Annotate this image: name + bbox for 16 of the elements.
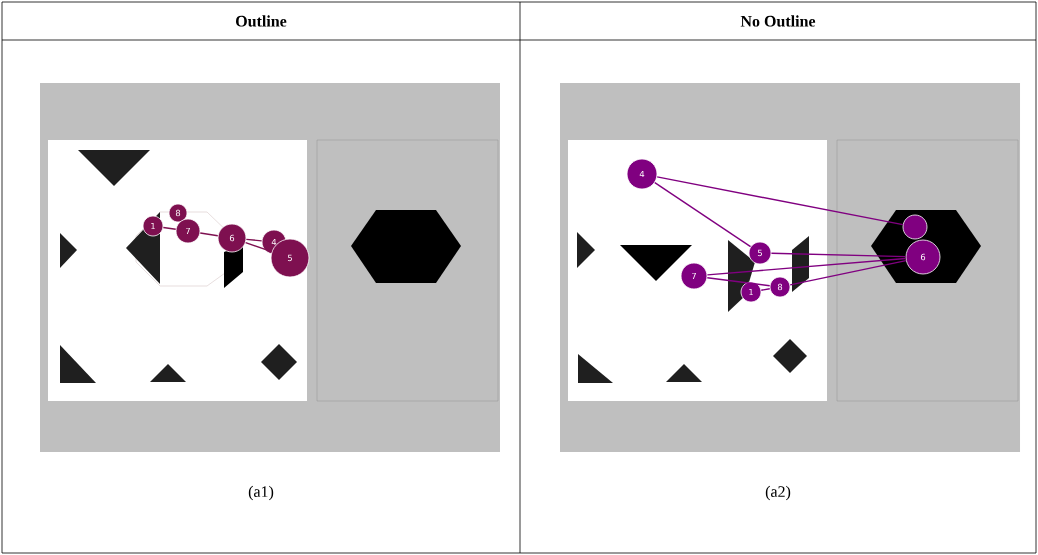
gaze-line bbox=[789, 259, 907, 286]
gaze-line bbox=[770, 252, 907, 258]
gaze-line bbox=[760, 288, 771, 291]
gaze-line bbox=[706, 257, 907, 276]
panel-caption: (a2) bbox=[765, 485, 791, 501]
gaze-line bbox=[199, 232, 219, 237]
gaze-line bbox=[244, 242, 273, 253]
fixation-circle bbox=[902, 214, 928, 240]
column-header: No Outline bbox=[740, 15, 816, 27]
gaze-line bbox=[654, 181, 752, 248]
gaze-line bbox=[245, 238, 263, 242]
gaze-line bbox=[162, 226, 177, 230]
panel-caption: (a1) bbox=[248, 485, 274, 501]
column-header: Outline bbox=[236, 15, 287, 27]
gaze-line bbox=[706, 277, 771, 287]
gaze-line bbox=[656, 176, 904, 226]
